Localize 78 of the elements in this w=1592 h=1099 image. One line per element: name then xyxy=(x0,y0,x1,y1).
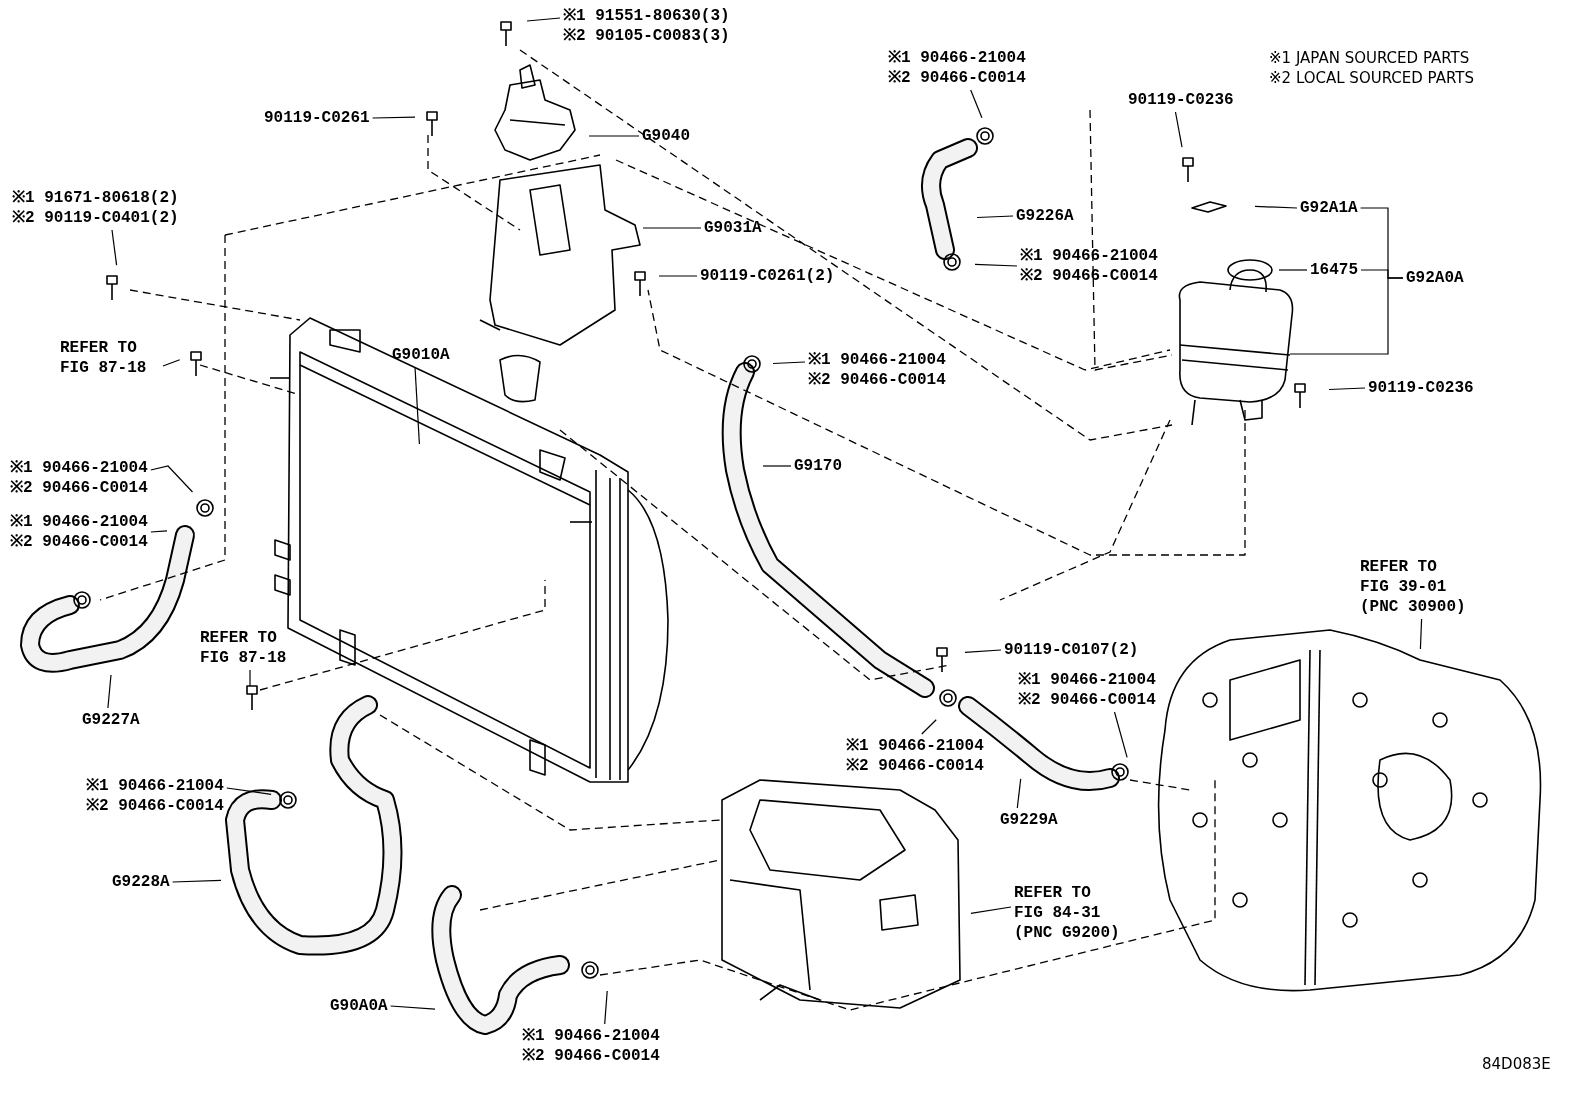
part-number: G9229A xyxy=(1000,810,1058,830)
leader-line xyxy=(107,674,112,709)
leader-line xyxy=(604,990,608,1025)
part-number: ※1 90466-21004 xyxy=(522,1026,660,1046)
part-number: G9226A xyxy=(1016,206,1074,226)
reference-note: REFER TO FIG 84-31 (PNC G9200) xyxy=(1014,883,1121,943)
part-number: ※2 90466-C0014 xyxy=(846,756,984,776)
part-number: ※2 90466-C0014 xyxy=(1020,266,1158,286)
part-number: G9228A xyxy=(112,872,170,892)
reference-note: REFER TO FIG 87-18 xyxy=(60,338,148,378)
reference-note: REFER TO FIG 39-01 (PNC 30900) xyxy=(1360,557,1467,617)
leader-line xyxy=(970,89,983,119)
leader-line xyxy=(1419,618,1423,650)
leader-line xyxy=(162,359,181,367)
leader-line xyxy=(150,465,194,493)
leader-line xyxy=(414,366,420,445)
leader-line xyxy=(1113,711,1128,758)
part-number: ※2 90466-C0014 xyxy=(1018,690,1156,710)
part-number: ※2 90105-C0083(3) xyxy=(563,26,730,46)
part-number: G9031A xyxy=(704,218,762,238)
leader-line xyxy=(964,649,1002,653)
part-number: ※1 90466-21004 xyxy=(86,776,224,796)
part-number: ※1 90466-21004 xyxy=(10,458,148,478)
leader-line xyxy=(526,17,561,22)
part-number: G9010A xyxy=(392,345,450,365)
leader-line xyxy=(1328,387,1366,391)
part-number: ※2 90466-C0014 xyxy=(808,370,946,390)
leader-line xyxy=(762,465,792,467)
leader-line xyxy=(1016,778,1022,809)
leader-line xyxy=(172,879,222,883)
part-number: ※2 90466-C0014 xyxy=(10,532,148,552)
leader-line xyxy=(588,135,640,137)
leader-line xyxy=(658,275,698,277)
drawing-code: 84D083E xyxy=(1482,1054,1551,1074)
leader-line xyxy=(642,227,702,229)
part-number: 90119-C0236 xyxy=(1128,90,1234,110)
part-number: G90A0A xyxy=(330,996,388,1016)
leader-line xyxy=(226,787,272,795)
part-number: 90119-C0261(2) xyxy=(700,266,835,286)
part-number: G92A0A xyxy=(1406,268,1464,288)
leader-line xyxy=(970,906,1012,914)
part-number: ※1 90466-21004 xyxy=(1020,246,1158,266)
leader-line xyxy=(976,215,1014,219)
part-number: ※2 90466-C0014 xyxy=(10,478,148,498)
part-number: ※1 90466-21004 xyxy=(888,48,1026,68)
leader-line xyxy=(249,669,251,687)
part-number: ※1 90466-21004 xyxy=(10,512,148,532)
bracket-line xyxy=(1289,277,1404,355)
part-number: 90119-C0236 xyxy=(1368,378,1474,398)
leader-line xyxy=(1174,111,1183,148)
reference-note: REFER TO FIG 87-18 xyxy=(200,628,288,668)
leader-line xyxy=(921,719,937,735)
part-number: ※1 91671-80618(2) xyxy=(12,188,179,208)
part-number: 16475 xyxy=(1310,260,1358,280)
part-number: ※2 90119-C0401(2) xyxy=(12,208,179,228)
footnote: ※1 JAPAN SOURCED PARTS xyxy=(1269,48,1470,68)
leader-line xyxy=(1278,269,1308,271)
part-number: G92A1A xyxy=(1300,198,1358,218)
part-number: ※1 90466-21004 xyxy=(1018,670,1156,690)
part-number: G9170 xyxy=(794,456,842,476)
part-number: 90119-C0107(2) xyxy=(1004,640,1139,660)
part-number: ※2 90466-C0014 xyxy=(522,1046,660,1066)
footnote: ※2 LOCAL SOURCED PARTS xyxy=(1269,68,1474,88)
part-number: ※1 90466-21004 xyxy=(808,350,946,370)
part-number: G9227A xyxy=(82,710,140,730)
part-number: ※2 90466-C0014 xyxy=(86,796,224,816)
part-number: 90119-C0261 xyxy=(264,108,370,128)
leader-line xyxy=(974,263,1018,267)
part-number: ※1 91551-80630(3) xyxy=(563,6,730,26)
part-number: G9040 xyxy=(642,126,690,146)
leader-line xyxy=(1254,205,1298,209)
leader-line xyxy=(111,229,118,266)
leader-line xyxy=(772,361,806,365)
part-number: ※1 90466-21004 xyxy=(846,736,984,756)
part-number: ※2 90466-C0014 xyxy=(888,68,1026,88)
leader-line xyxy=(150,530,168,533)
leader-line xyxy=(372,116,416,119)
leader-line xyxy=(390,1005,436,1010)
